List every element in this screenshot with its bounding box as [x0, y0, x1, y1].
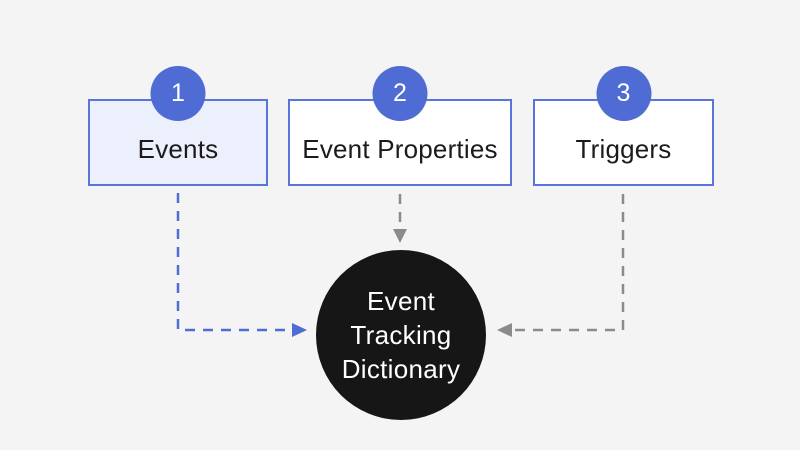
node-label-events: Events: [137, 134, 219, 164]
node-event-properties: 2 Event Properties: [288, 66, 512, 186]
step-badge-1: 1: [150, 66, 206, 121]
step-number: 1: [171, 79, 185, 107]
node-triggers: 3 Triggers: [533, 66, 714, 186]
hub-line-3: Dictionary: [341, 354, 461, 384]
node-label-triggers: Triggers: [575, 134, 672, 164]
arrow-properties-to-dictionary: [393, 194, 407, 243]
arrow-triggers-to-dictionary: [497, 194, 625, 337]
step-number: 3: [616, 79, 631, 107]
node-events: 1 Events: [88, 66, 268, 186]
event-tracking-dictionary-node: Event Tracking Dictionary: [316, 250, 486, 420]
step-badge-3: 3: [596, 66, 651, 121]
arrow-events-to-dictionary: [176, 193, 307, 337]
step-badge-2: 2: [372, 66, 428, 121]
hub-line-1: Event: [367, 286, 435, 316]
step-number: 2: [393, 79, 407, 107]
node-label-event-properties: Event Properties: [302, 134, 498, 164]
hub-line-2: Tracking: [350, 320, 452, 350]
